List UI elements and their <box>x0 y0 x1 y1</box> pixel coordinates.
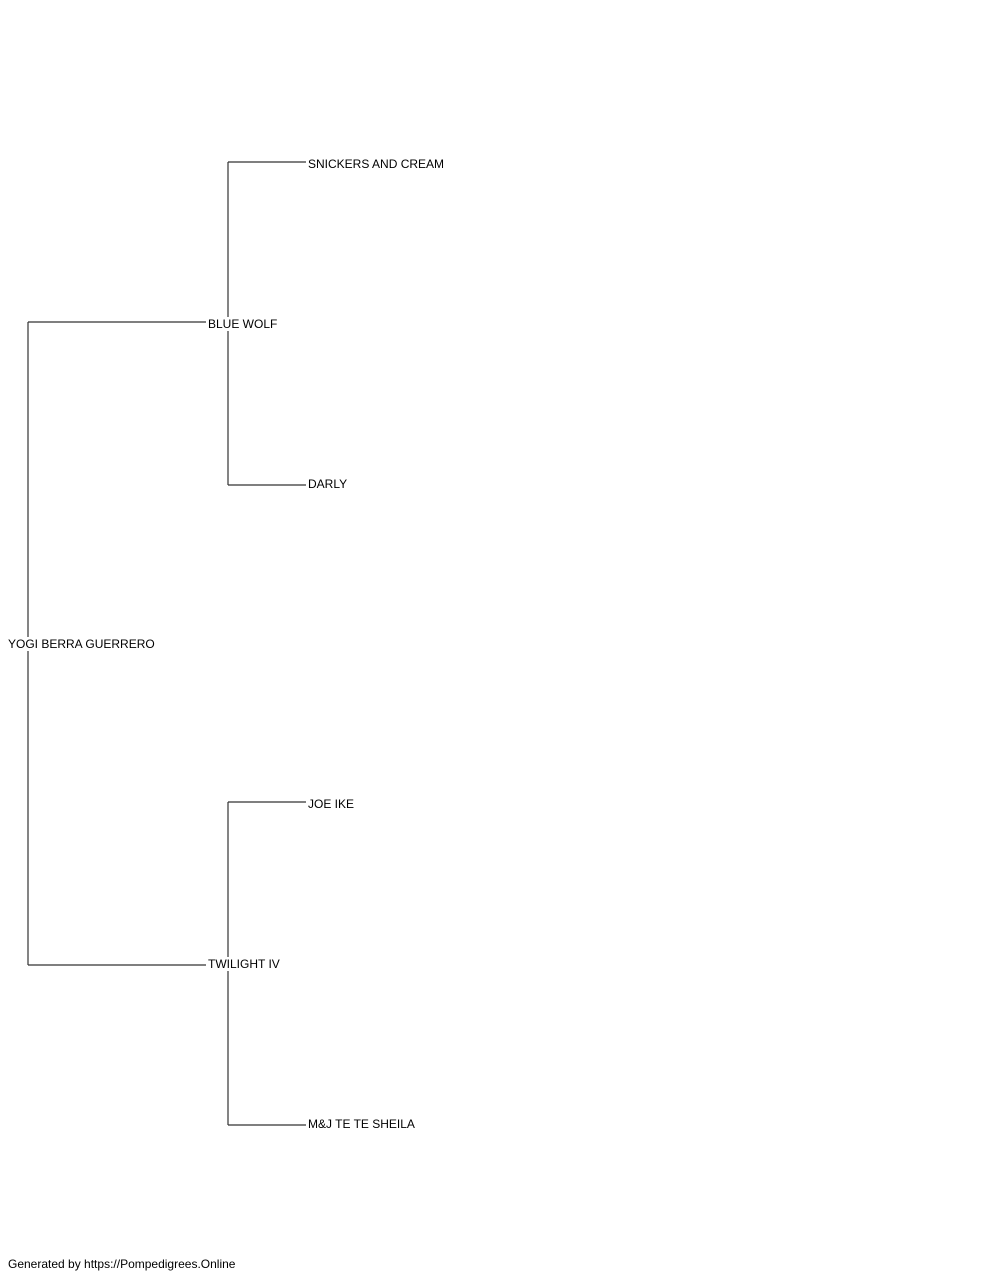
node-sire-sire: SNICKERS AND CREAM <box>307 157 446 171</box>
node-dam-dam: M&J TE TE SHEILA <box>307 1117 416 1131</box>
footer-credit: Generated by https://Pompedigrees.Online <box>8 1257 236 1271</box>
node-subject: YOGI BERRA GUERRERO <box>7 637 156 651</box>
node-dam-sire: JOE IKE <box>307 797 356 811</box>
node-sire: BLUE WOLF <box>207 317 279 331</box>
node-dam: TWILIGHT IV <box>207 957 281 971</box>
node-sire-dam: DARLY <box>307 477 349 491</box>
